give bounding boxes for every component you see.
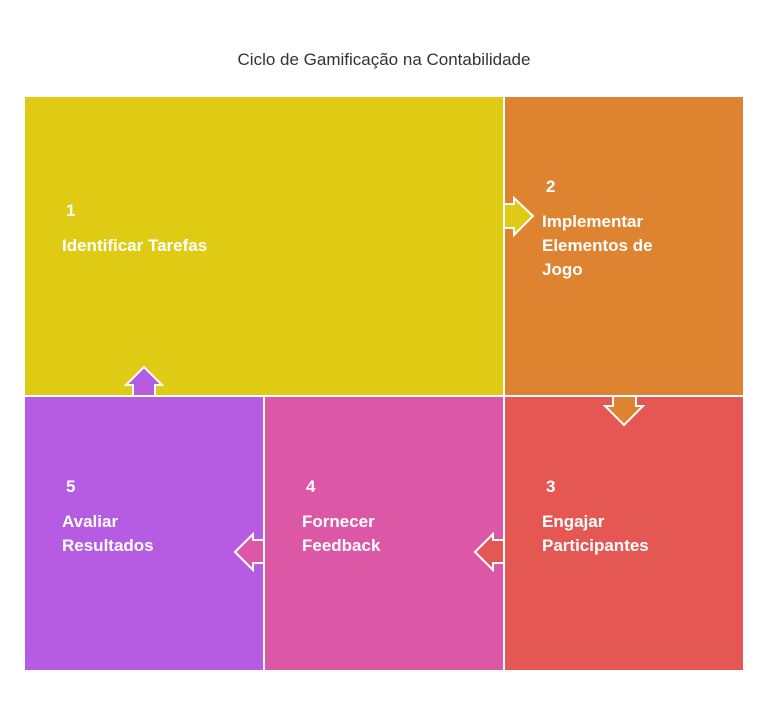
step-3-number: 3 — [546, 477, 556, 496]
step-4-label: Fornecer Feedback — [302, 512, 381, 555]
arrow-up-icon — [123, 365, 165, 397]
step-1-number: 1 — [66, 201, 76, 220]
arrow-left-icon — [473, 531, 505, 573]
arrow-down-icon — [602, 395, 646, 427]
step-2-number: 2 — [546, 177, 556, 196]
arrow-left-icon — [233, 531, 265, 573]
step-3-label: Engajar Participantes — [542, 512, 649, 555]
step-5-number: 5 — [66, 477, 76, 496]
step-1-label: Identificar Tarefas — [62, 236, 208, 255]
diagram-title: Ciclo de Gamificação na Contabilidade — [237, 50, 531, 69]
step-4-number: 4 — [306, 477, 316, 496]
step-5-label: Avaliar Resultados — [62, 512, 154, 555]
box-step-4 — [263, 395, 505, 672]
box-step-3 — [503, 395, 745, 672]
arrow-right-icon — [503, 195, 535, 238]
step-2-label: Implementar Elementos de Jogo — [542, 212, 653, 279]
